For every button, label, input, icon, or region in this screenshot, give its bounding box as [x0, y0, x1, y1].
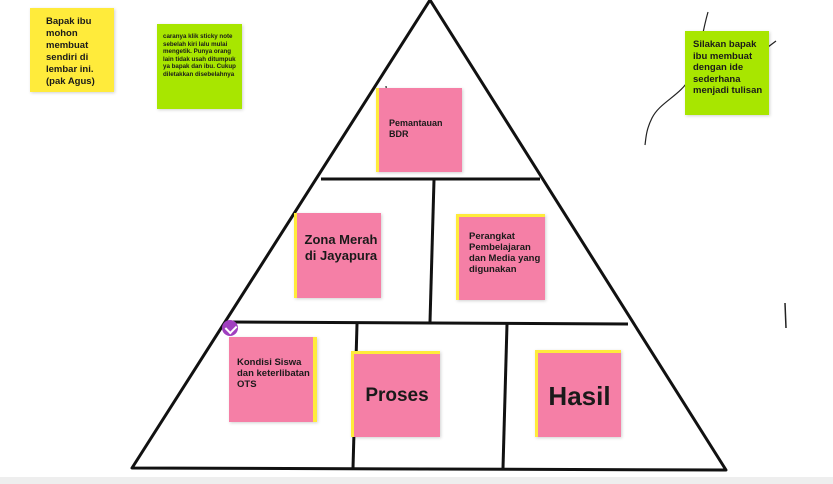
note-text: Pemantauan BDR: [389, 118, 443, 139]
note-text: caranya klik sticky note sebelah kiri la…: [163, 33, 236, 78]
horizontal-scrollbar[interactable]: [0, 477, 833, 484]
sticky-note-perangkat[interactable]: Perangkat Pembelajaran dan Media yang di…: [456, 214, 545, 300]
sticky-note-idea[interactable]: Silakan bapak ibu membuat dengan ide sed…: [685, 31, 769, 115]
sticky-note-proses[interactable]: Proses: [351, 351, 440, 437]
sticky-note-hasil[interactable]: Hasil: [535, 350, 621, 437]
note-text: Proses: [365, 385, 429, 406]
sticky-note-pemantauan-bdr[interactable]: Pemantauan BDR: [376, 88, 462, 172]
sticky-note-instructions[interactable]: caranya klik sticky note sebelah kiri la…: [157, 24, 242, 109]
note-text: Hasil: [548, 381, 611, 411]
note-text: Bapak ibu mohon membuat sendiri di lemba…: [46, 16, 95, 87]
sticky-note-zona-merah[interactable]: Zona Merah di Jayapura: [294, 213, 381, 298]
sticky-note-agus[interactable]: Bapak ibu mohon membuat sendiri di lemba…: [30, 8, 114, 92]
collaborator-cursor-icon: [222, 320, 238, 336]
note-text: Silakan bapak ibu membuat dengan ide sed…: [693, 39, 763, 96]
note-text: Kondisi Siswa dan keterlibatan OTS: [237, 357, 310, 390]
note-text: Zona Merah di Jayapura: [304, 232, 378, 263]
sticky-note-kondisi-siswa[interactable]: Kondisi Siswa dan keterlibatan OTS: [229, 337, 317, 422]
note-text: Perangkat Pembelajaran dan Media yang di…: [469, 231, 541, 275]
